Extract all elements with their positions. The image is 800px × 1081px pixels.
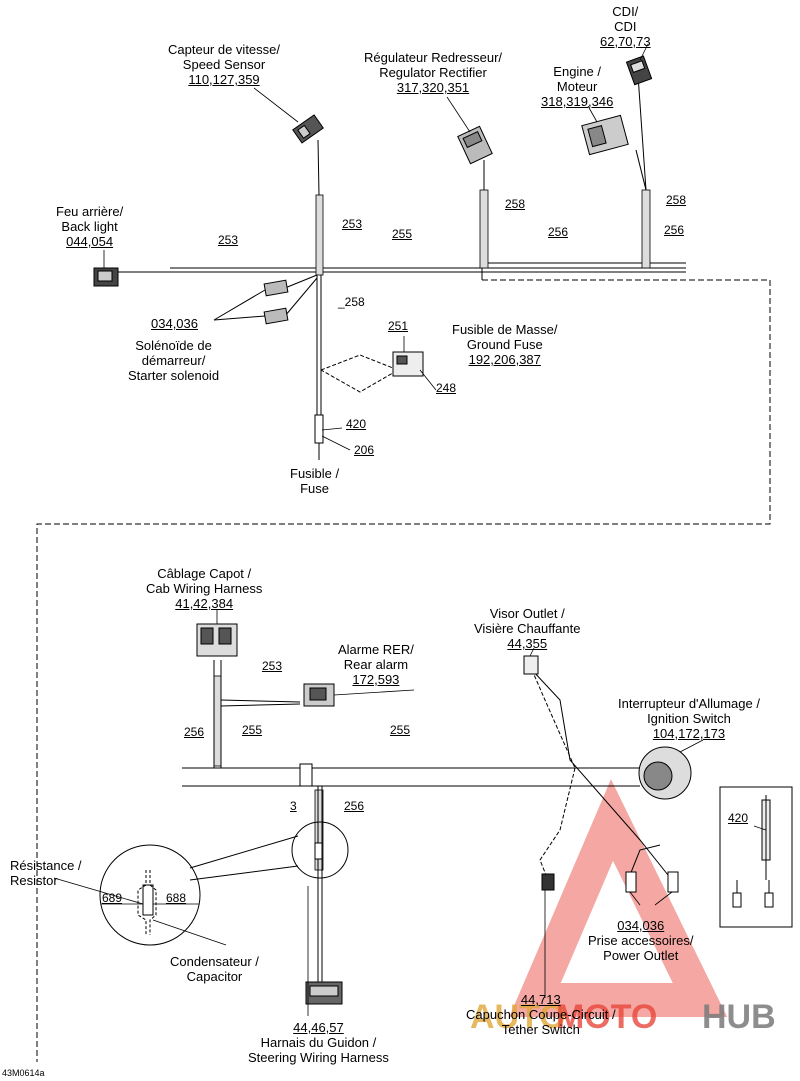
wire-253-left: 253 xyxy=(218,233,239,247)
watermark-logo xyxy=(509,779,728,1017)
wire-256-top-b: 256 xyxy=(664,223,685,237)
wire-258-reg: 258 xyxy=(505,197,526,211)
wire-688: 688 xyxy=(166,891,187,905)
wire-256-bottom-left: 256 xyxy=(184,725,205,739)
svg-text:MOTO: MOTO xyxy=(556,998,657,1036)
wire-255-bottom-right: 255 xyxy=(390,723,411,737)
starter-solenoid-ref: 034,036 xyxy=(151,316,198,331)
ignition-switch-label: Interrupteur d'Allumage /Ignition Switch… xyxy=(618,696,760,741)
wire-251: 251 xyxy=(388,319,409,333)
wire-258-cdi: 258 xyxy=(666,193,687,207)
wire-3: 3 xyxy=(290,799,297,813)
wire-420-fuse: 420 xyxy=(346,417,367,431)
wire-253-bottom: 253 xyxy=(262,659,283,673)
wire-420-inset: 420 xyxy=(728,811,749,825)
svg-text:AUTO: AUTO xyxy=(470,998,566,1036)
wire-248: 248 xyxy=(436,381,457,395)
wire-256-bottom: 256 xyxy=(344,799,365,813)
wire-256-top-a: 256 xyxy=(548,225,569,239)
regulator-label: Régulateur Redresseur/Regulator Rectifie… xyxy=(364,50,503,95)
wire-253-top: 253 xyxy=(342,217,363,231)
capacitor-label: Condensateur /Capacitor xyxy=(170,954,259,984)
wire-255-bottom-left: 255 xyxy=(242,723,263,737)
wire-689: 689 xyxy=(102,891,123,905)
wire-258-sol: _258 xyxy=(338,295,365,309)
harness-outline xyxy=(36,279,771,1062)
wire-255-top: 255 xyxy=(392,227,413,241)
wire-206: 206 xyxy=(354,443,375,457)
drawing-code: 43M0614a xyxy=(2,1068,45,1078)
fuse-label: Fusible /Fuse xyxy=(290,466,340,496)
resistor-detail xyxy=(99,821,349,946)
watermark-text: AUTO MOTO HUB xyxy=(470,998,776,1036)
svg-text:HUB: HUB xyxy=(702,998,776,1036)
resistor-label: Résistance /Resistor xyxy=(10,858,82,888)
inset-box xyxy=(719,786,793,928)
leader-lines xyxy=(53,43,767,1016)
